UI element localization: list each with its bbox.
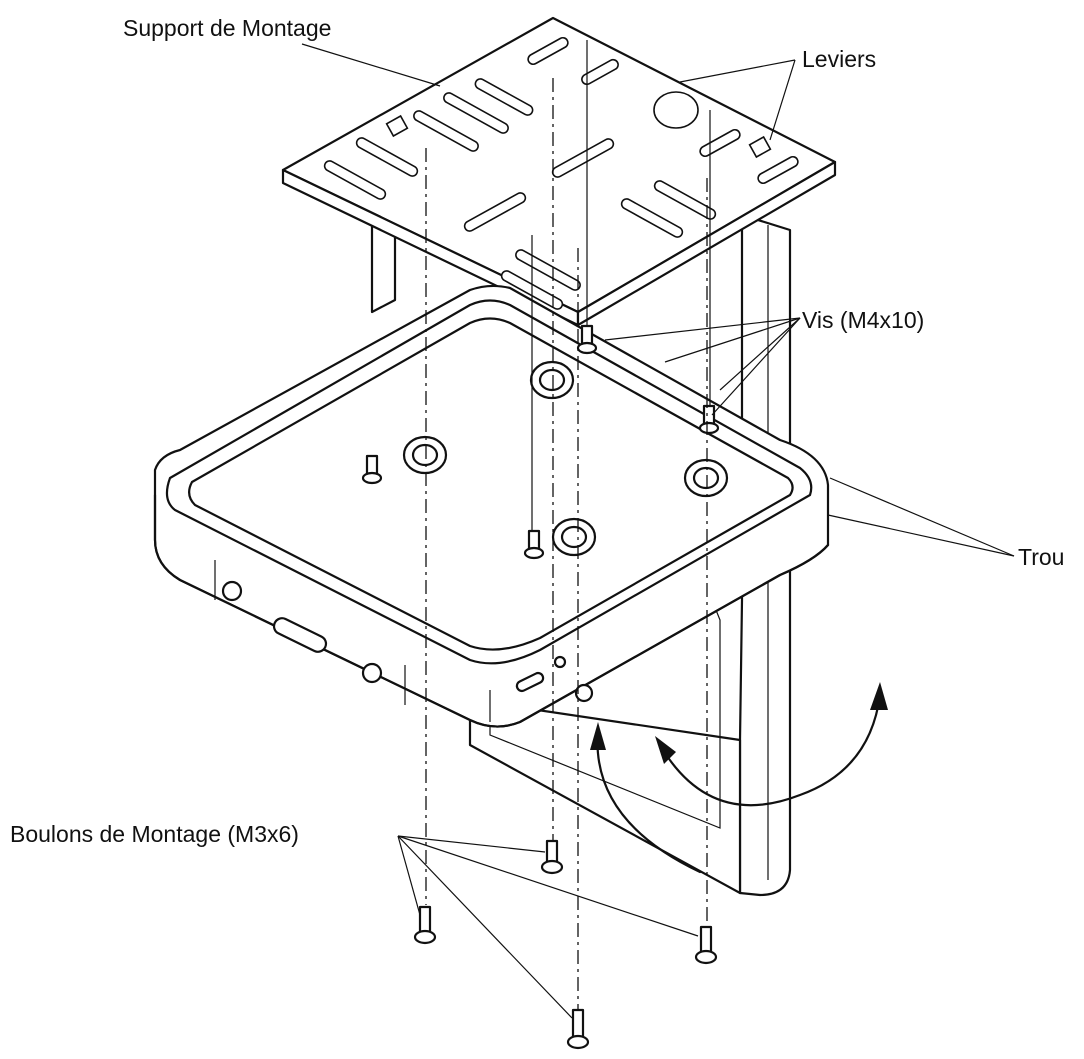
label-leviers: Leviers bbox=[802, 46, 877, 72]
label-vis-m4x10: Vis (M4x10) bbox=[802, 307, 925, 333]
label-boulons-de-montage: Boulons de Montage (M3x6) bbox=[10, 821, 299, 847]
label-trou: Trou bbox=[1018, 544, 1065, 570]
monitor-housing bbox=[153, 284, 830, 728]
rotation-arrows bbox=[590, 682, 888, 874]
leader-lines bbox=[301, 43, 1015, 1019]
washer-rings bbox=[402, 360, 729, 557]
bolts-m3x6 bbox=[413, 839, 718, 1050]
screen-panel bbox=[370, 213, 792, 897]
label-support-de-montage: Support de Montage bbox=[123, 15, 332, 41]
alignment-lines bbox=[425, 40, 711, 1020]
screws-m4x10 bbox=[361, 324, 720, 560]
